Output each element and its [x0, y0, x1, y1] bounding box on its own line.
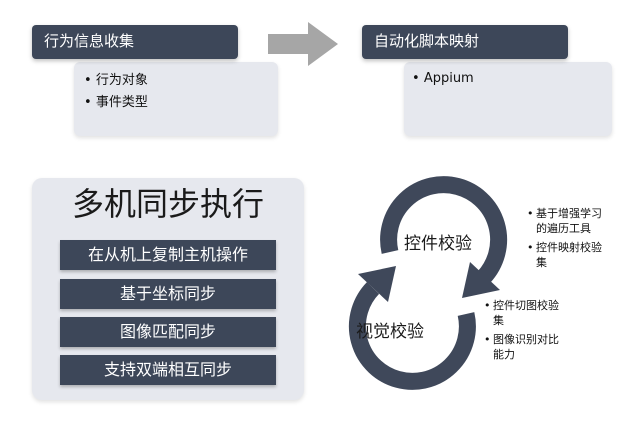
multi-sync-title: 多机同步执行 [71, 185, 264, 223]
verification-cycle-diagram [348, 176, 508, 390]
multi-sync-item: 图像匹配同步 [60, 317, 276, 347]
flow-arrow-right-icon [268, 22, 338, 66]
visual-ring-arrowhead-icon [358, 266, 396, 302]
visual-verify-label: 视觉校验 [356, 322, 424, 342]
visual-ring-arc [348, 282, 476, 390]
step1-title-box: 行为信息收集 [32, 25, 238, 59]
step2-items: Appium [412, 68, 474, 90]
step2-title: 自动化脚本映射 [374, 32, 480, 50]
step2-title-box: 自动化脚本映射 [362, 25, 568, 59]
step1-items: 行为对象 事件类型 [84, 70, 148, 114]
step2-item: Appium [412, 68, 474, 90]
step1-title: 行为信息收集 [44, 32, 135, 50]
step1-item: 行为对象 [84, 70, 148, 92]
multi-sync-item: 在从机上复制主机操作 [60, 240, 276, 270]
step1-item: 事件类型 [84, 92, 148, 114]
multi-sync-item: 支持双端相互同步 [60, 355, 276, 385]
control-verify-label: 控件校验 [404, 234, 472, 254]
multi-sync-item: 基于坐标同步 [60, 279, 276, 309]
control-ring-arc [380, 176, 508, 283]
control-ring-arrowhead-icon [462, 262, 500, 298]
